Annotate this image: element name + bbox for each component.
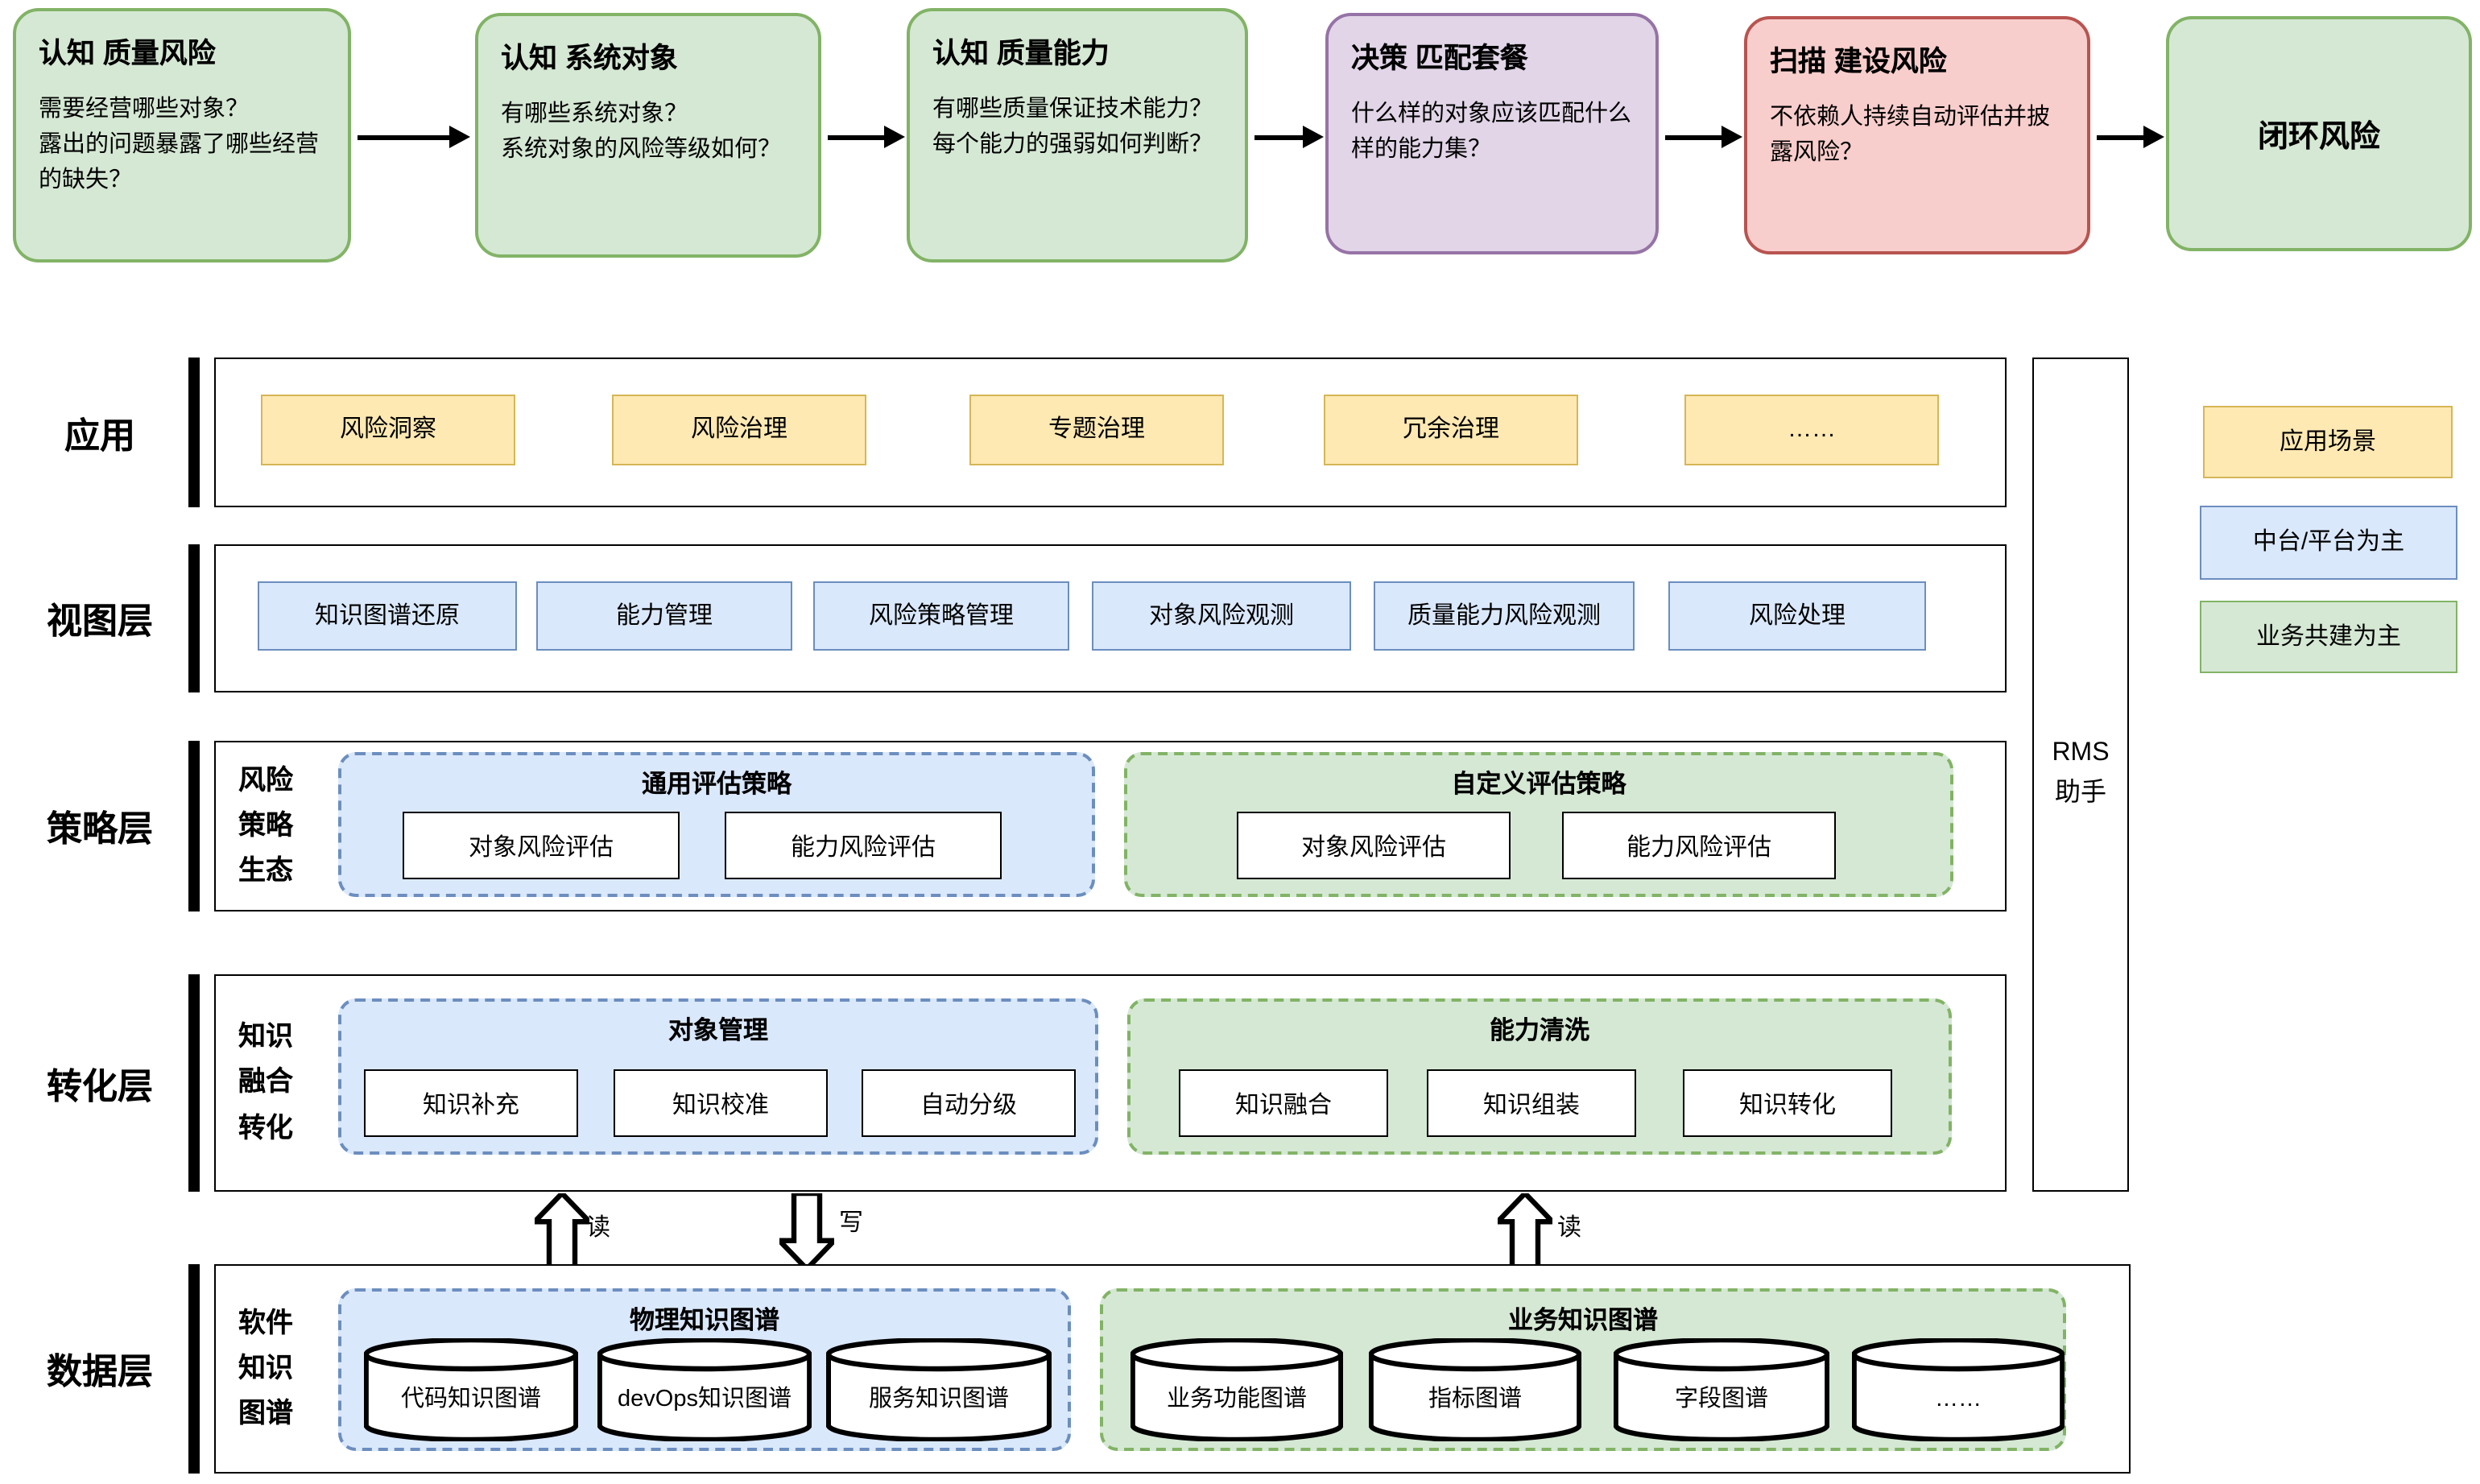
group-generic-eval-strategy: 通用评估策略 对象风险评估 能力风险评估 xyxy=(338,752,1095,897)
group-title: 通用评估策略 xyxy=(641,771,792,799)
legend-platform-led: 中台/平台为主 xyxy=(2200,506,2457,580)
app-item: 专题治理 xyxy=(969,395,1224,465)
flow-step-title: 闭环风险 xyxy=(2257,120,2380,154)
cylinder-label: 代码知识图谱 xyxy=(401,1386,541,1412)
cylinder-label: 指标图谱 xyxy=(1428,1386,1522,1412)
rms-assistant-box: RMS 助手 xyxy=(2032,358,2129,1192)
flow-step-cognize-quality-risk: 认知 质量风险 需要经营哪些对象？ 露出的问题暴露了哪些经营的缺失？ xyxy=(13,8,351,262)
flow-step-title: 认知 系统对象 xyxy=(501,42,678,74)
transform-item: 知识转化 xyxy=(1683,1069,1892,1137)
cylinder-icon xyxy=(597,1338,812,1441)
view-item: 风险策略管理 xyxy=(813,581,1069,651)
cylinder-label: 业务功能图谱 xyxy=(1167,1386,1307,1412)
group-object-management: 对象管理 知识补充 知识校准 自动分级 xyxy=(338,998,1098,1155)
io-arrow-label: 写 xyxy=(839,1209,864,1237)
group-capability-cleaning: 能力清洗 知识融合 知识组装 知识转化 xyxy=(1127,998,1952,1155)
transform-item: 知识补充 xyxy=(364,1069,578,1137)
layer-bar xyxy=(188,974,199,1192)
flow-step-title: 认知 质量能力 xyxy=(932,37,1110,69)
database-cylinder: 字段图谱 xyxy=(1614,1338,1829,1441)
layer-bar xyxy=(188,1264,199,1474)
flow-step-decide-match-package: 决策 匹配套餐 什么样的对象应该匹配什么样的能力集？ xyxy=(1325,13,1659,254)
layer-label-transform: 转化层 xyxy=(46,1065,153,1106)
read-up-arrow xyxy=(535,1193,589,1269)
flow-arrow xyxy=(1254,135,1304,139)
cylinder-icon xyxy=(1369,1338,1581,1441)
layer-label-app: 应用 xyxy=(64,415,135,455)
group-custom-eval-strategy: 自定义评估策略 对象风险评估 能力风险评估 xyxy=(1124,752,1953,897)
view-item: 知识图谱还原 xyxy=(258,581,517,651)
flow-step-closed-loop-risk: 闭环风险 xyxy=(2166,16,2472,251)
flow-step-body: 需要经营哪些对象？ 露出的问题暴露了哪些经营的缺失？ xyxy=(39,97,319,192)
cylinder-icon xyxy=(1852,1338,2065,1441)
database-cylinder: devOps知识图谱 xyxy=(597,1338,812,1441)
app-item: 风险洞察 xyxy=(261,395,515,465)
cylinder-icon xyxy=(364,1338,578,1441)
transform-item: 知识校准 xyxy=(614,1069,828,1137)
group-title: 自定义评估策略 xyxy=(1451,771,1626,799)
flow-arrow xyxy=(2097,135,2145,139)
view-item: 能力管理 xyxy=(536,581,792,651)
cylinder-label: 服务知识图谱 xyxy=(869,1386,1009,1412)
app-item: 冗余治理 xyxy=(1324,395,1578,465)
legend-business-cobuild: 业务共建为主 xyxy=(2200,601,2457,673)
database-cylinder: 服务知识图谱 xyxy=(826,1338,1052,1441)
app-item: …… xyxy=(1684,395,1939,465)
database-cylinder: 业务功能图谱 xyxy=(1130,1338,1343,1441)
data-inner-label: 软件 知识 图谱 xyxy=(238,1307,293,1429)
io-arrow-label: 读 xyxy=(1557,1214,1582,1242)
cylinder-icon xyxy=(826,1338,1052,1441)
flow-step-scan-construction-risk: 扫描 建设风险 不依赖人持续自动评估并披露风险？ xyxy=(1744,16,2090,254)
transform-item: 知识组装 xyxy=(1427,1069,1636,1137)
flow-step-cognize-quality-capability: 认知 质量能力 有哪些质量保证技术能力？ 每个能力的强弱如何判断？ xyxy=(907,8,1248,262)
read-up-arrow xyxy=(1498,1193,1552,1269)
database-cylinder: 指标图谱 xyxy=(1369,1338,1581,1441)
transform-item: 自动分级 xyxy=(862,1069,1076,1137)
layer-label-data: 数据层 xyxy=(46,1351,153,1391)
cylinder-label: 字段图谱 xyxy=(1675,1386,1768,1412)
flow-step-body: 什么样的对象应该匹配什么样的能力集？ xyxy=(1351,101,1631,163)
flow-step-title: 决策 匹配套餐 xyxy=(1351,42,1528,74)
strategy-item: 对象风险评估 xyxy=(1237,812,1511,879)
flow-arrow xyxy=(358,135,451,139)
group-title: 物理知识图谱 xyxy=(629,1308,779,1335)
strategy-item: 能力风险评估 xyxy=(725,812,1002,879)
strategy-item: 对象风险评估 xyxy=(403,812,680,879)
group-title: 业务知识图谱 xyxy=(1507,1308,1658,1335)
flow-step-body: 有哪些质量保证技术能力？ 每个能力的强弱如何判断？ xyxy=(932,97,1213,158)
layer-label-view: 视图层 xyxy=(46,601,153,641)
transform-inner-label: 知识 融合 转化 xyxy=(238,1021,293,1143)
view-item: 质量能力风险观测 xyxy=(1374,581,1635,651)
layer-bar xyxy=(188,544,199,692)
cylinder-icon xyxy=(1614,1338,1829,1441)
database-cylinder: …… xyxy=(1852,1338,2065,1441)
io-arrow-label: 读 xyxy=(586,1214,611,1242)
layer-label-strategy: 策略层 xyxy=(46,808,153,849)
transform-item: 知识融合 xyxy=(1179,1069,1388,1137)
view-item: 对象风险观测 xyxy=(1092,581,1351,651)
cylinder-label: devOps知识图谱 xyxy=(618,1386,792,1412)
group-physical-knowledge-graph: 物理知识图谱 代码知识图谱 devOps知识图谱 服务知识图谱 xyxy=(338,1288,1071,1451)
write-down-arrow xyxy=(779,1193,834,1269)
strategy-item: 能力风险评估 xyxy=(1562,812,1836,879)
flow-step-cognize-system-objects: 认知 系统对象 有哪些系统对象？ 系统对象的风险等级如何？ xyxy=(475,13,821,258)
group-business-knowledge-graph: 业务知识图谱 业务功能图谱 指标图谱 字段图谱 xyxy=(1100,1288,2066,1451)
database-cylinder: 代码知识图谱 xyxy=(364,1338,578,1441)
group-title: 对象管理 xyxy=(668,1018,768,1045)
strategy-inner-label: 风险 策略 生态 xyxy=(238,764,293,887)
flow-step-body: 不依赖人持续自动评估并披露风险？ xyxy=(1770,105,2050,166)
flow-arrow xyxy=(828,135,886,139)
flow-step-title: 扫描 建设风险 xyxy=(1770,45,1947,77)
group-title: 能力清洗 xyxy=(1489,1018,1589,1045)
view-item: 风险处理 xyxy=(1668,581,1926,651)
flow-step-body: 有哪些系统对象？ 系统对象的风险等级如何？ xyxy=(501,101,781,163)
app-item: 风险治理 xyxy=(612,395,866,465)
layer-bar xyxy=(188,741,199,911)
flow-step-title: 认知 质量风险 xyxy=(39,37,216,69)
cylinder-label: …… xyxy=(1935,1386,1982,1412)
legend-application-scenario: 应用场景 xyxy=(2203,406,2453,478)
cylinder-icon xyxy=(1130,1338,1343,1441)
flow-arrow xyxy=(1665,135,1723,139)
layer-bar xyxy=(188,358,199,507)
